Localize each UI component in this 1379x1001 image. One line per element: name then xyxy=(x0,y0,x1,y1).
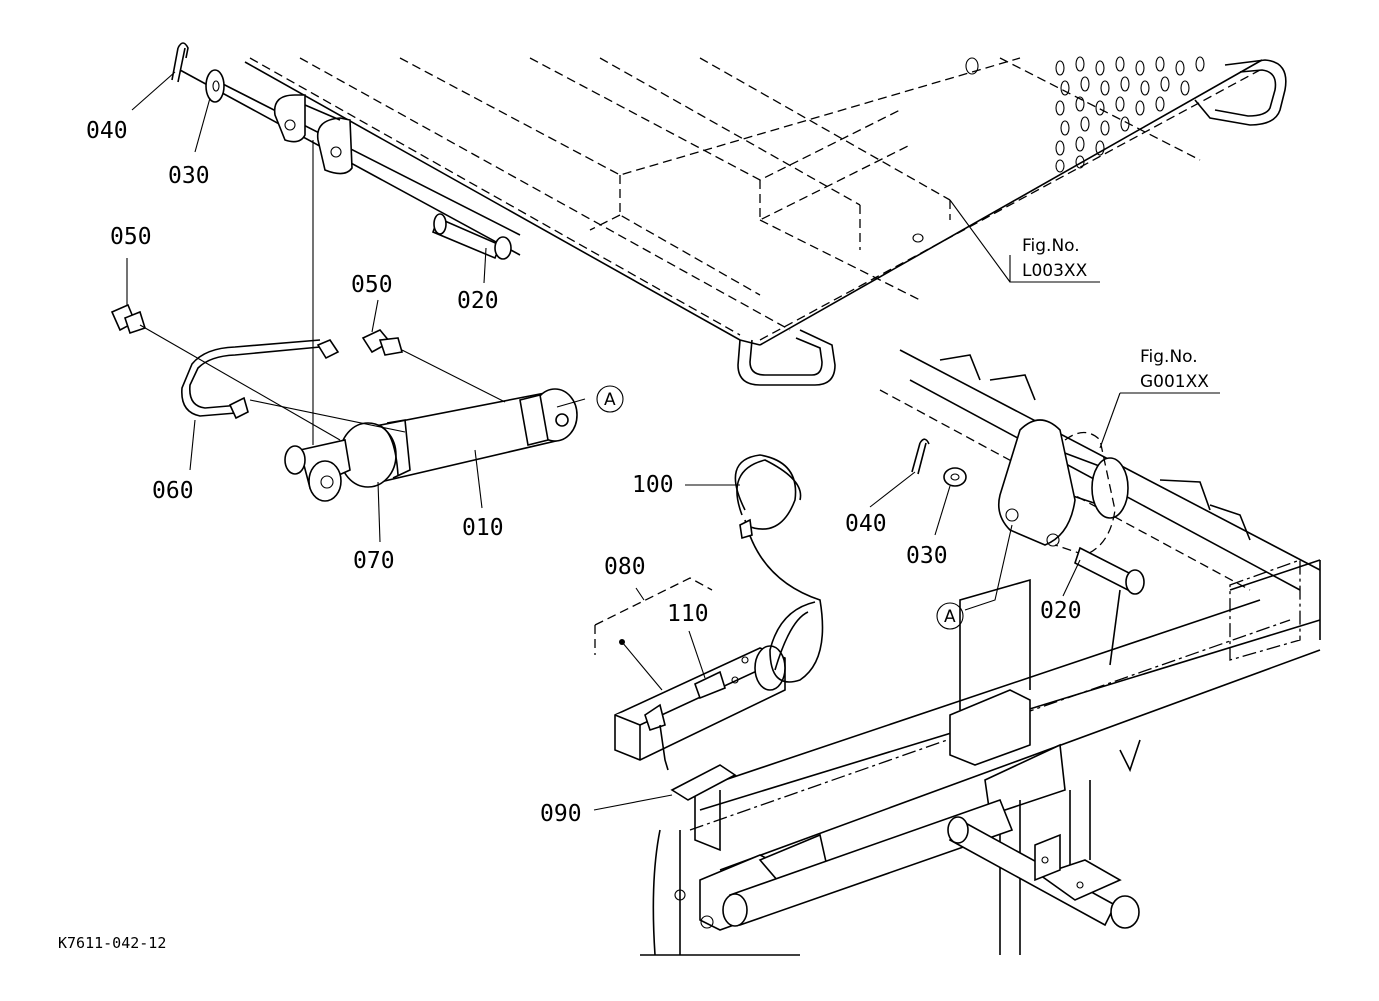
pin-020-right xyxy=(1074,546,1145,595)
callout-030-top: 030 xyxy=(168,163,210,189)
storage-bracket-080 xyxy=(594,577,786,771)
tread-plate-pattern xyxy=(1055,56,1205,173)
fig-ref-label-2: Fig.No. xyxy=(1140,347,1198,367)
main-frame xyxy=(640,559,1321,956)
callout-030-right: 030 xyxy=(906,543,948,569)
callout-020-top: 020 xyxy=(457,288,499,314)
reference-mark-a-top: A xyxy=(596,385,624,413)
reference-mark-a-bottom: A xyxy=(936,602,964,630)
callout-020-right: 020 xyxy=(1040,598,1082,624)
callout-040-right: 040 xyxy=(845,511,887,537)
callout-080: 080 xyxy=(604,554,646,580)
callout-070: 070 xyxy=(353,548,395,574)
callout-110: 110 xyxy=(667,601,709,627)
washer-030-top xyxy=(205,69,225,103)
cotter-pin-040-top xyxy=(171,42,189,83)
fig-ref-code-2: G001XX xyxy=(1140,372,1209,392)
assembly-lines xyxy=(139,140,506,445)
leader-lines xyxy=(126,71,1220,811)
pivot-shaft xyxy=(879,349,1321,591)
fig-ref-label-1: Fig.No. xyxy=(1022,236,1080,256)
pin-020-top xyxy=(431,213,512,260)
pivot-blades xyxy=(939,354,1251,541)
callout-100: 100 xyxy=(632,472,674,498)
callout-050-mid: 050 xyxy=(351,272,393,298)
cotter-pin-040-right xyxy=(911,438,930,475)
callout-050-left: 050 xyxy=(110,224,152,250)
hydraulic-tube-060 xyxy=(181,339,340,420)
reference-mark-a-bottom-text: A xyxy=(944,607,956,627)
platform-deck xyxy=(244,56,1287,386)
elbow-fitting-050-left xyxy=(110,303,146,335)
callout-090: 090 xyxy=(540,801,582,827)
washer-030-right xyxy=(943,467,967,487)
hinge-bracket xyxy=(179,69,521,256)
callout-040-top: 040 xyxy=(86,118,128,144)
drawing-code: K7611-042-12 xyxy=(58,934,166,952)
lanyard-100 xyxy=(734,454,824,683)
hydraulic-cylinder-010 xyxy=(284,388,578,502)
callout-010: 010 xyxy=(462,515,504,541)
fig-ref-code-1: L003XX xyxy=(1022,261,1088,281)
pad-090 xyxy=(670,764,737,801)
callout-060: 060 xyxy=(152,478,194,504)
reference-mark-a-top-text: A xyxy=(604,390,616,410)
elbow-fitting-050-mid xyxy=(361,329,404,356)
